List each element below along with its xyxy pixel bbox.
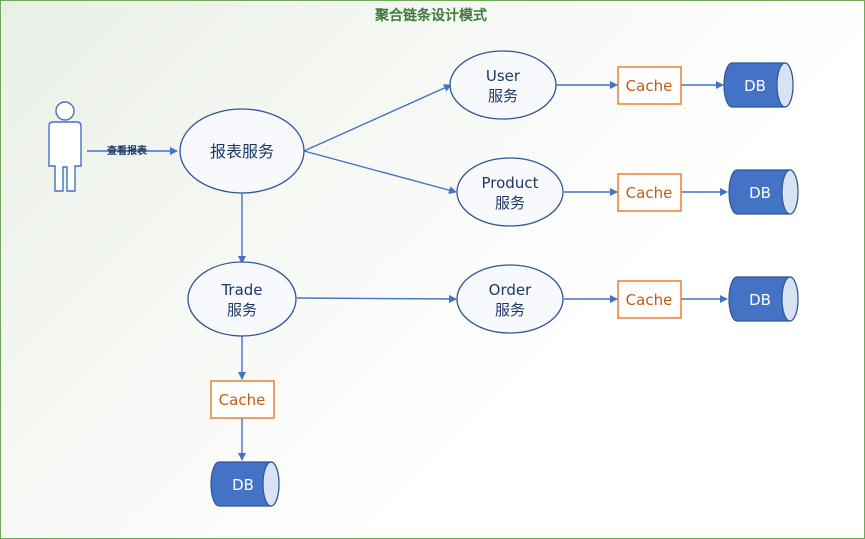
node-order-sub: 服务 bbox=[495, 301, 525, 319]
person-icon bbox=[48, 101, 82, 192]
db-user-label: DB bbox=[744, 77, 766, 95]
user-action-label: 查看报表 bbox=[106, 144, 148, 157]
cache-order: Cache bbox=[617, 280, 682, 319]
db-trade-label: DB bbox=[232, 476, 254, 494]
db-user: DB bbox=[723, 62, 794, 108]
node-trade-label: Trade bbox=[220, 281, 262, 299]
node-user-label: User bbox=[486, 67, 521, 85]
node-report-label: 报表服务 bbox=[210, 142, 274, 161]
db-product: DB bbox=[728, 169, 799, 215]
db-trade: DB bbox=[210, 461, 280, 507]
node-order-service: Order 服务 bbox=[456, 264, 564, 334]
cache-product: Cache bbox=[617, 173, 682, 212]
node-user-service: User 服务 bbox=[449, 50, 557, 120]
node-product-service: Product 服务 bbox=[456, 157, 564, 227]
edge-trade-to-order bbox=[296, 294, 457, 303]
cache-trade-label: Cache bbox=[219, 391, 266, 409]
edge-report-to-user bbox=[303, 84, 452, 152]
node-report-service: 报表服务 bbox=[179, 108, 305, 194]
edges bbox=[87, 81, 728, 461]
db-order-label: DB bbox=[749, 291, 771, 309]
node-product-sub: 服务 bbox=[495, 194, 525, 212]
db-order: DB bbox=[728, 276, 799, 322]
node-trade-service: Trade 服务 bbox=[187, 261, 297, 337]
cache-trade: Cache bbox=[210, 380, 275, 419]
db-product-label: DB bbox=[749, 184, 771, 202]
cache-user: Cache bbox=[617, 66, 682, 105]
cache-order-label: Cache bbox=[626, 291, 673, 309]
cache-product-label: Cache bbox=[626, 184, 673, 202]
node-trade-sub: 服务 bbox=[227, 301, 257, 319]
edge-report-to-product bbox=[303, 150, 457, 195]
node-product-label: Product bbox=[482, 174, 539, 192]
node-user-sub: 服务 bbox=[488, 87, 518, 105]
cache-user-label: Cache bbox=[626, 77, 673, 95]
diagram-title: 聚合链条设计模式 bbox=[375, 8, 487, 24]
node-order-label: Order bbox=[489, 281, 532, 299]
